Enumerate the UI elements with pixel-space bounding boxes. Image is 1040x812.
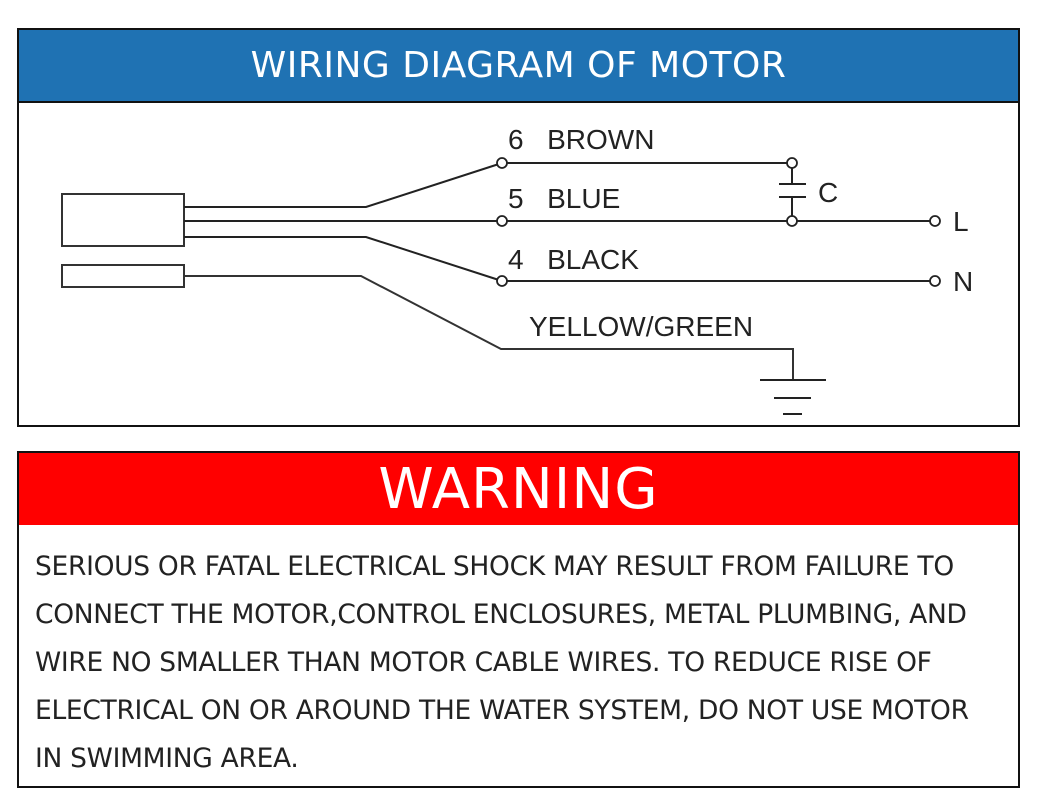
terminal-5	[496, 215, 508, 227]
warning-line: WIRE NO SMALLER THAN MOTOR CABLE WIRES. …	[35, 647, 932, 678]
warning-line: ELECTRICAL ON OR AROUND THE WATER SYSTEM…	[35, 695, 969, 726]
motor-box	[61, 193, 185, 247]
label-brown: 6 BROWN	[508, 124, 654, 155]
label-l: L	[953, 206, 969, 237]
warning-text: SERIOUS OR FATAL ELECTRICAL SHOCK MAY RE…	[19, 525, 1018, 783]
terminal-l	[929, 215, 941, 227]
capacitor-node-bottom	[786, 215, 798, 227]
label-n: N	[953, 266, 973, 297]
wiring-diagram: 6 BROWN 5 BLUE 4 BLACK YELLOW/GREEN C L …	[61, 124, 973, 415]
label-blue: 5 BLUE	[508, 183, 620, 214]
warning-panel: WARNING SERIOUS OR FATAL ELECTRICAL SHOC…	[17, 451, 1020, 788]
ground-connector-box	[61, 264, 185, 288]
terminal-n	[929, 275, 941, 287]
brown-wire	[184, 162, 503, 208]
ground-wire	[184, 275, 794, 380]
label-capacitor: C	[818, 177, 838, 208]
wiring-diagram-panel: WIRING DIAGRAM OF MOTOR	[17, 28, 1020, 427]
diagram-title: WIRING DIAGRAM OF MOTOR	[19, 30, 1018, 103]
warning-line: IN SWIMMING AREA.	[35, 743, 299, 774]
label-ground: YELLOW/GREEN	[529, 311, 753, 342]
label-black: 4 BLACK	[508, 244, 639, 275]
warning-title: WARNING	[19, 453, 1018, 525]
terminal-4	[496, 275, 508, 287]
terminal-6	[496, 157, 508, 169]
black-wire	[184, 236, 503, 282]
warning-line: CONNECT THE MOTOR,CONTROL ENCLOSURES, ME…	[35, 599, 967, 630]
capacitor-node-top	[786, 157, 798, 169]
warning-line: SERIOUS OR FATAL ELECTRICAL SHOCK MAY RE…	[35, 551, 954, 582]
